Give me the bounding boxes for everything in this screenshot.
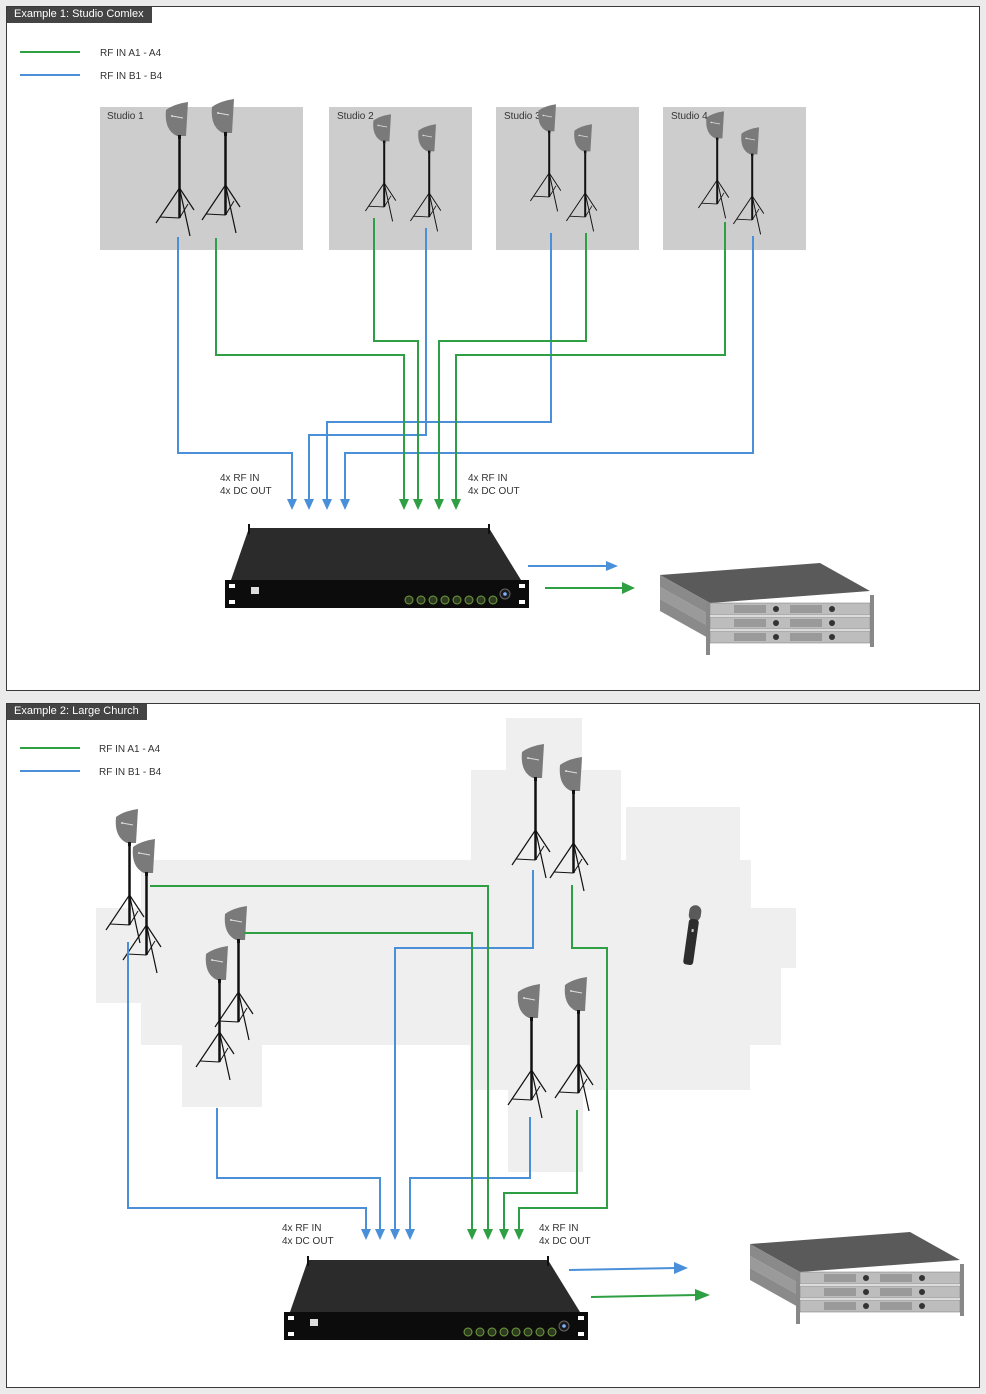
studio-1: Studio 1 [100, 97, 303, 250]
legend-blue-label: RF IN B1 - B4 [100, 71, 163, 82]
example1-cables [177, 218, 754, 500]
arrow-down-icon [390, 1229, 400, 1240]
legend-green-label: RF IN A1 - A4 [99, 744, 161, 755]
arrow-down-icon [322, 499, 332, 510]
studio-2-label: Studio 2 [337, 111, 374, 122]
arrow-down-icon [287, 499, 297, 510]
arrow-right-icon [622, 582, 635, 594]
arrow-down-icon [304, 499, 314, 510]
cable-green [373, 218, 419, 500]
arrow-down-icon [405, 1229, 415, 1240]
output-arrow-blue [568, 1267, 677, 1271]
arrow-down-icon [514, 1229, 524, 1240]
arrow-down-icon [467, 1229, 477, 1240]
church-floorplan [96, 718, 796, 1172]
arrow-down-icon [483, 1229, 493, 1240]
arrow-down-icon [399, 499, 409, 510]
studio-2: Studio 2 [329, 107, 472, 250]
antenna-distributor-icon [224, 523, 530, 609]
cable-green [244, 932, 473, 1230]
arrow-down-icon [361, 1229, 371, 1240]
example2-title: Example 2: Large Church [7, 704, 147, 720]
cable-blue [344, 236, 754, 500]
legend-blue-label: RF IN B1 - B4 [99, 767, 162, 778]
receivers-stack-icon [749, 1231, 965, 1325]
cable-blue [409, 1117, 531, 1230]
cable-blue [394, 870, 534, 1230]
arrow-down-icon [375, 1229, 385, 1240]
cable-blue [308, 228, 427, 500]
cable-green [150, 885, 489, 1230]
cable-green [215, 238, 405, 500]
cable-blue [127, 942, 367, 1230]
right-port-label-line2: 4x DC OUT [468, 486, 520, 497]
cable-green [518, 885, 608, 1230]
studio-3: Studio 3 [496, 103, 639, 250]
arrow-right-icon [606, 561, 618, 571]
cable-green [438, 233, 587, 500]
example2-cables [127, 870, 608, 1230]
left-port-label-line2: 4x DC OUT [220, 486, 272, 497]
example1-legend: RF IN A1 - A4 RF IN B1 - B4 [20, 48, 163, 82]
cable-blue [177, 237, 293, 500]
example2-legend: RF IN A1 - A4 RF IN B1 - B4 [20, 744, 162, 778]
receivers-stack-icon [659, 562, 875, 656]
right-port-label-line1: 4x RF IN [539, 1223, 578, 1234]
left-port-label-line1: 4x RF IN [282, 1223, 321, 1234]
example1-arrowheads [287, 499, 461, 510]
legend-green-label: RF IN A1 - A4 [100, 48, 162, 59]
example1-title: Example 1: Studio Comlex [7, 7, 152, 23]
handheld-microphone-icon [683, 905, 702, 966]
studio-3-label: Studio 3 [504, 111, 541, 122]
arrow-right-icon [695, 1289, 710, 1301]
left-port-label-line1: 4x RF IN [220, 473, 259, 484]
studio-4: Studio 4 [663, 107, 806, 250]
cable-green [455, 222, 726, 500]
right-port-label-line1: 4x RF IN [468, 473, 507, 484]
studio-4-label: Studio 4 [671, 111, 708, 122]
arrow-down-icon [413, 499, 423, 510]
cable-blue [216, 1108, 381, 1230]
antenna-distributor-icon [283, 1255, 589, 1341]
studio-1-label: Studio 1 [107, 111, 144, 122]
arrow-down-icon [340, 499, 350, 510]
arrow-down-icon [434, 499, 444, 510]
arrow-down-icon [451, 499, 461, 510]
left-port-label-line2: 4x DC OUT [282, 1236, 334, 1247]
example2-arrowheads [361, 1229, 524, 1240]
output-arrow-green [590, 1294, 698, 1298]
right-port-label-line2: 4x DC OUT [539, 1236, 591, 1247]
arrow-down-icon [499, 1229, 509, 1240]
arrow-right-icon [674, 1262, 688, 1274]
cable-green [503, 1110, 578, 1230]
